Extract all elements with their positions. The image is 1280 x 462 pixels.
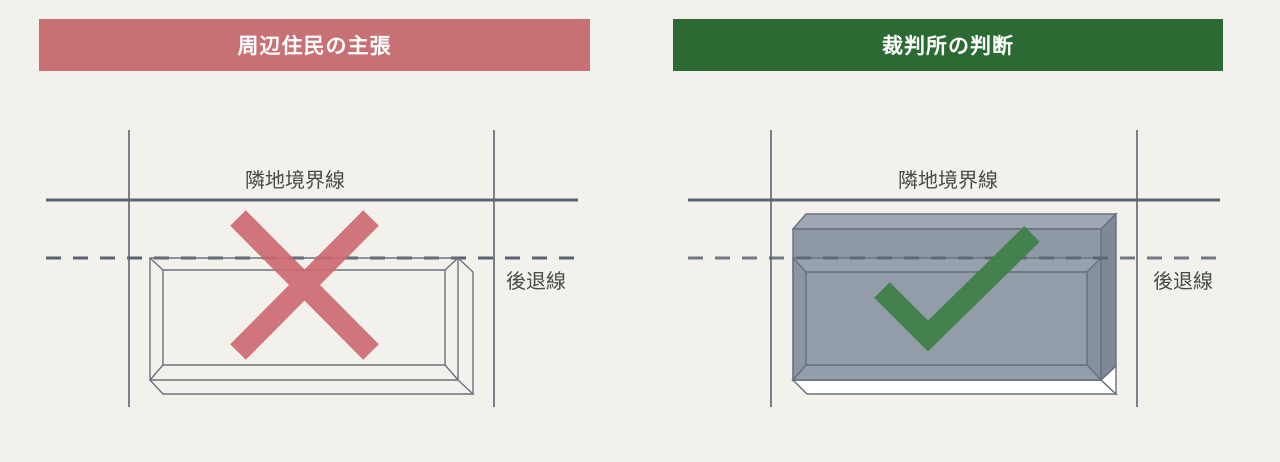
right-boundary-label: 隣地境界線 [898, 168, 998, 192]
cross-icon [230, 210, 379, 360]
left-building-outline [149, 257, 475, 395]
left-panel [46, 130, 578, 407]
residents-claim-banner: 周辺住民の主張 [39, 19, 590, 71]
right-setback-label: 後退線 [1153, 269, 1213, 293]
left-setback-label: 後退線 [506, 269, 566, 293]
left-boundary-label: 隣地境界線 [245, 168, 345, 192]
court-ruling-banner: 裁判所の判断 [673, 19, 1223, 71]
right-panel [688, 130, 1220, 407]
check-icon [874, 226, 1040, 352]
